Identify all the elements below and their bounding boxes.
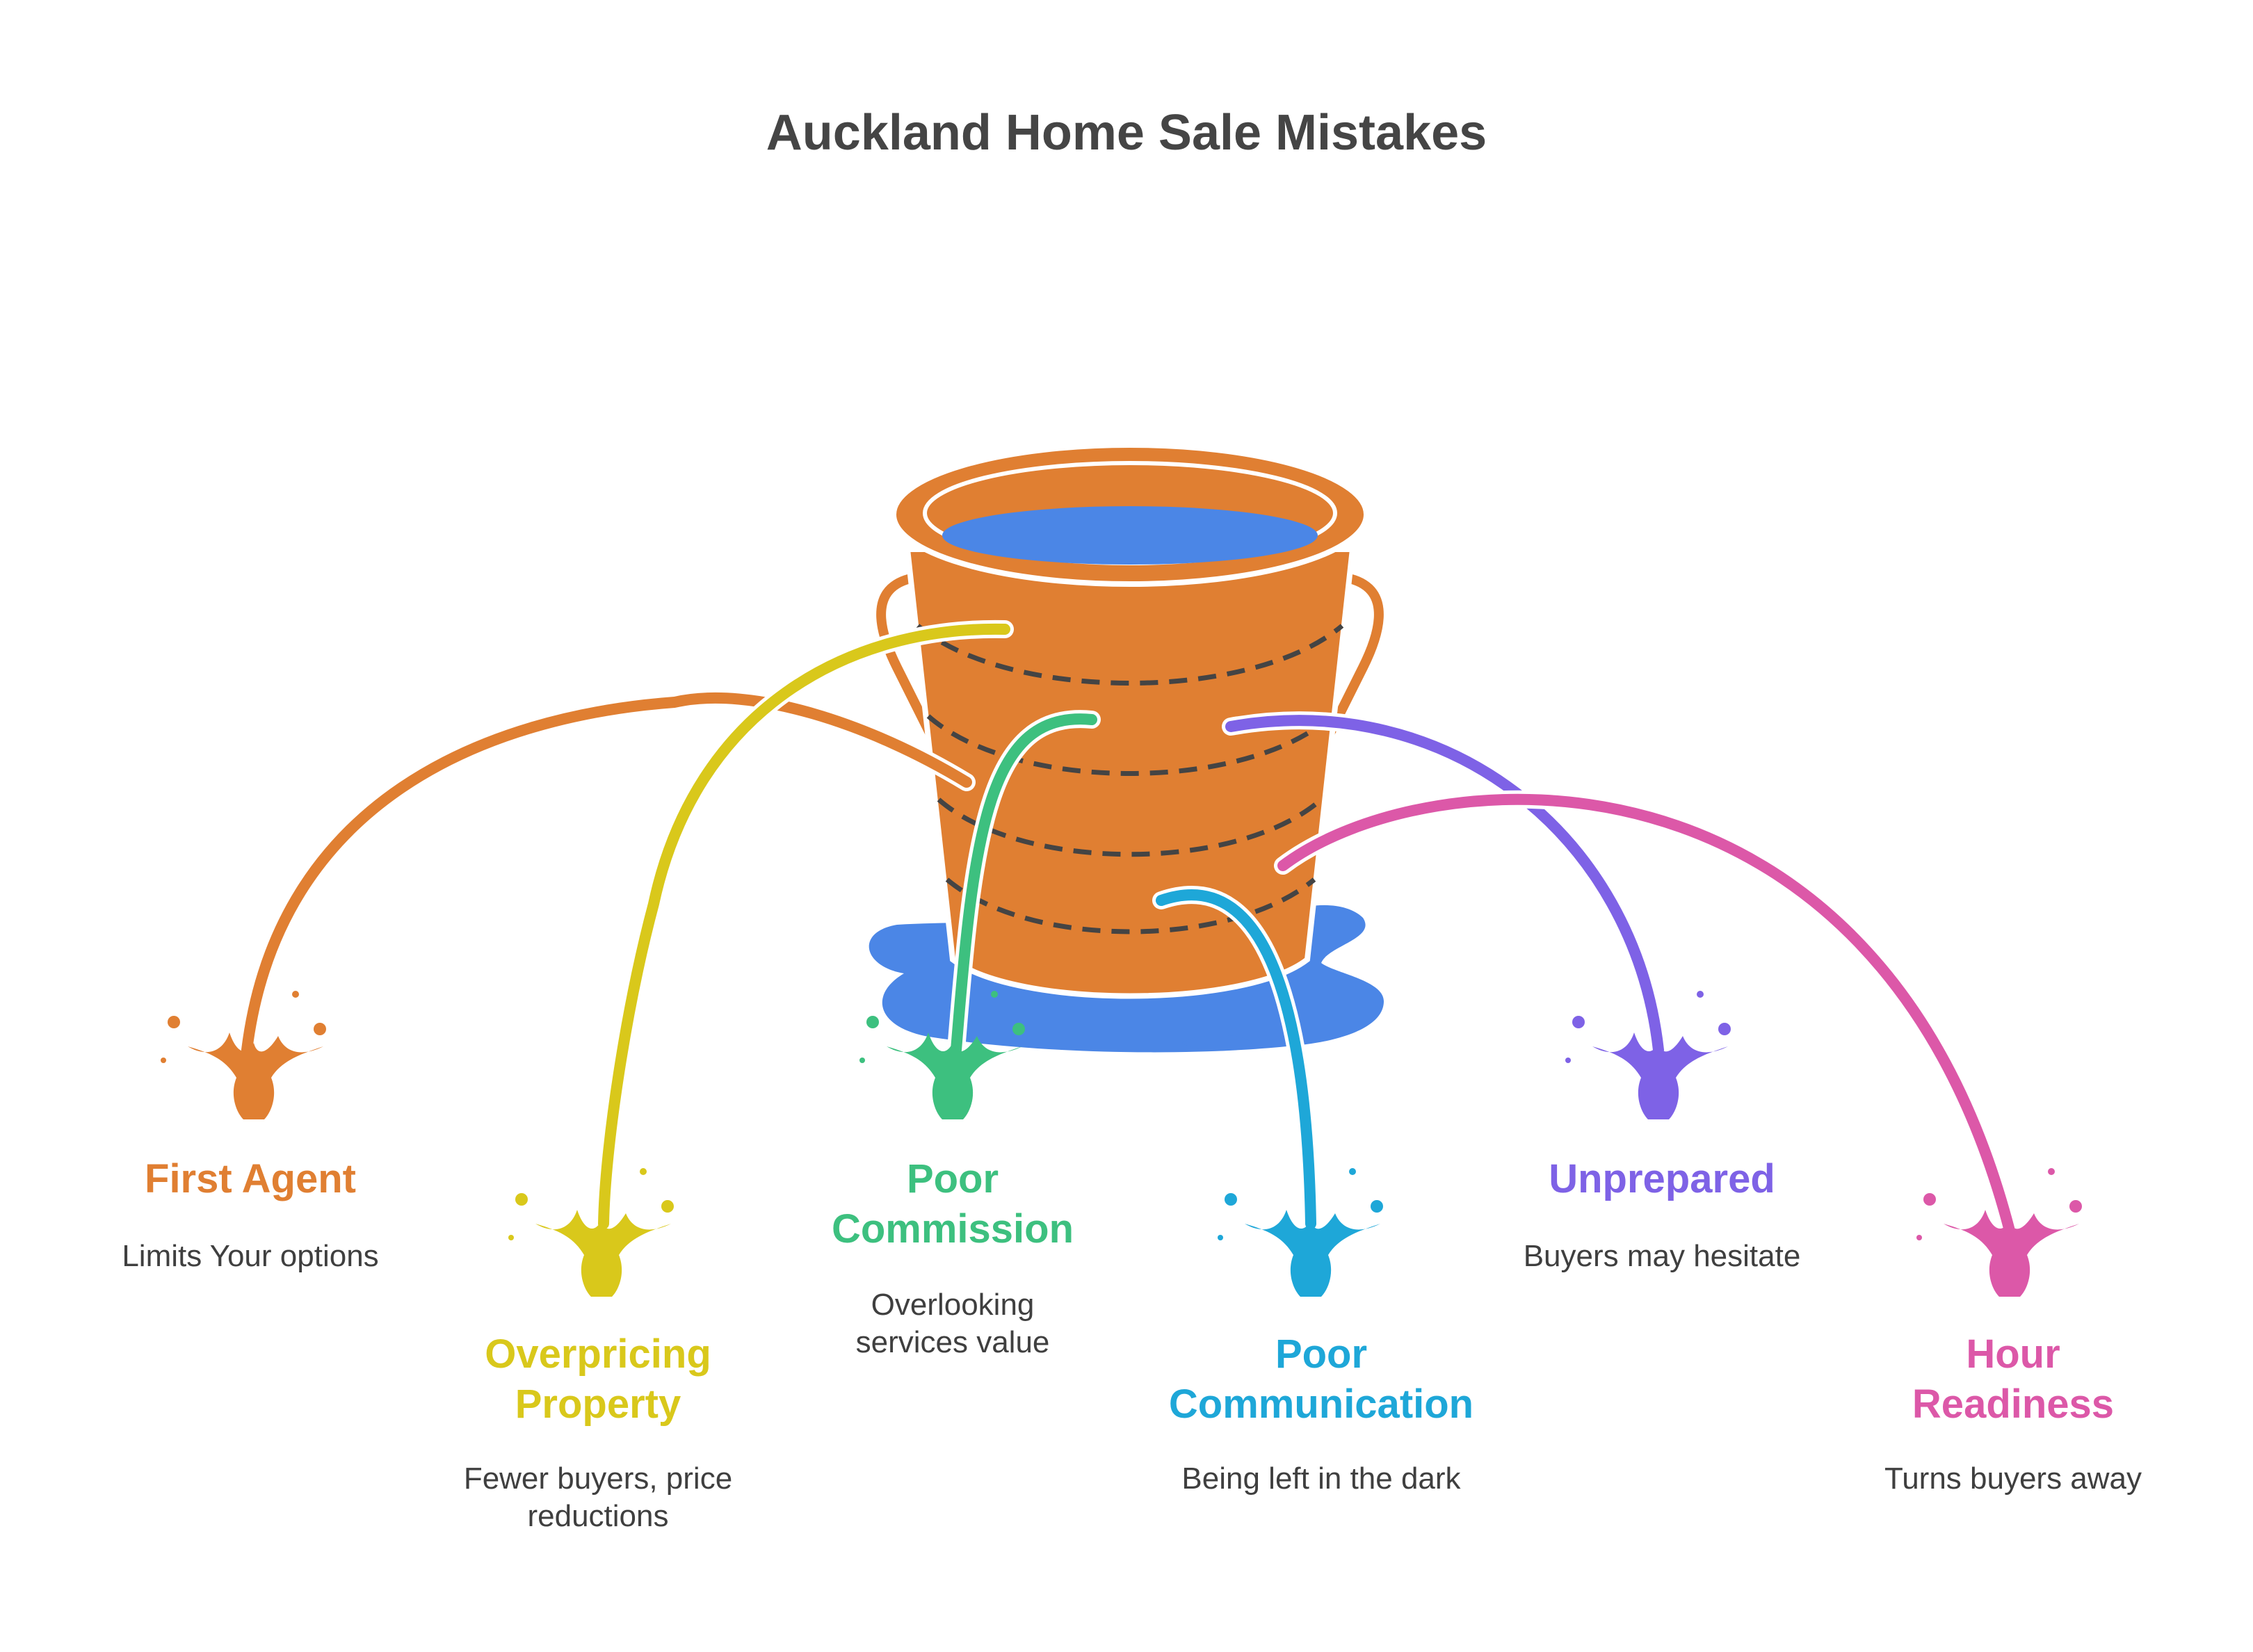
splash-droplet xyxy=(515,1193,528,1206)
splash-droplet xyxy=(292,991,299,998)
splash-droplet xyxy=(1225,1193,1237,1206)
item-desc-2: Fewer buyers, price reductions xyxy=(463,1461,733,1533)
splash-droplet xyxy=(1923,1193,1936,1206)
splash-1 xyxy=(188,1032,323,1119)
splash-droplet xyxy=(168,1016,180,1028)
item-desc-4: Being left in the dark xyxy=(1181,1461,1461,1496)
splash-droplet xyxy=(1718,1023,1731,1035)
bucket-water xyxy=(942,506,1318,565)
item-label-5: Unprepared xyxy=(1549,1156,1775,1201)
page-title: Auckland Home Sale Mistakes xyxy=(766,105,1487,161)
splash-2 xyxy=(535,1210,671,1297)
splash-droplet xyxy=(1349,1168,1356,1175)
splash-droplet xyxy=(1916,1235,1922,1240)
item-label-4: Poor Communication xyxy=(1168,1331,1474,1427)
item-label-1: First Agent xyxy=(145,1156,356,1201)
stream-3 xyxy=(951,713,1097,1055)
splash-3 xyxy=(887,1032,1022,1119)
bucket-stitches xyxy=(916,624,1344,934)
stream-1 xyxy=(241,692,972,1055)
splash-droplet xyxy=(2048,1168,2055,1175)
item-desc-3: Overlooking services value xyxy=(855,1288,1050,1359)
item-desc-6: Turns buyers away xyxy=(1884,1461,2142,1496)
splash-droplet xyxy=(640,1168,647,1175)
item-label-6: Hour Readiness xyxy=(1912,1331,2115,1427)
splash-droplet xyxy=(1565,1058,1571,1063)
splash-droplet xyxy=(2069,1200,2082,1213)
bucket-handle-left xyxy=(876,572,940,747)
splash-droplet xyxy=(1371,1200,1383,1213)
splash-droplet xyxy=(991,991,998,998)
splash-droplet xyxy=(314,1023,326,1035)
item-desc-1: Limits Your options xyxy=(122,1239,379,1273)
splash-droplet xyxy=(1218,1235,1223,1240)
stream-outline-1 xyxy=(238,688,976,1059)
water-puddle-droplet xyxy=(1182,1035,1252,1051)
item-label-2: Overpricing Property xyxy=(485,1331,711,1427)
splash-droplet xyxy=(866,1016,879,1028)
splash-6 xyxy=(1944,1210,2079,1297)
splash-4 xyxy=(1245,1210,1380,1297)
splash-droplet xyxy=(161,1058,166,1063)
splash-droplet xyxy=(859,1058,865,1063)
item-label-3: Poor Commission xyxy=(831,1156,1074,1252)
splash-droplet xyxy=(508,1235,514,1240)
splash-droplet xyxy=(661,1200,674,1213)
splash-droplet xyxy=(1697,991,1704,998)
splash-droplet xyxy=(1012,1023,1025,1035)
stream-6 xyxy=(1277,793,2015,1236)
item-desc-5: Buyers may hesitate xyxy=(1523,1239,1801,1273)
splash-5 xyxy=(1592,1032,1728,1119)
stream-4 xyxy=(1156,889,1316,1229)
stream-2 xyxy=(598,623,1010,1229)
splash-droplet xyxy=(1572,1016,1585,1028)
